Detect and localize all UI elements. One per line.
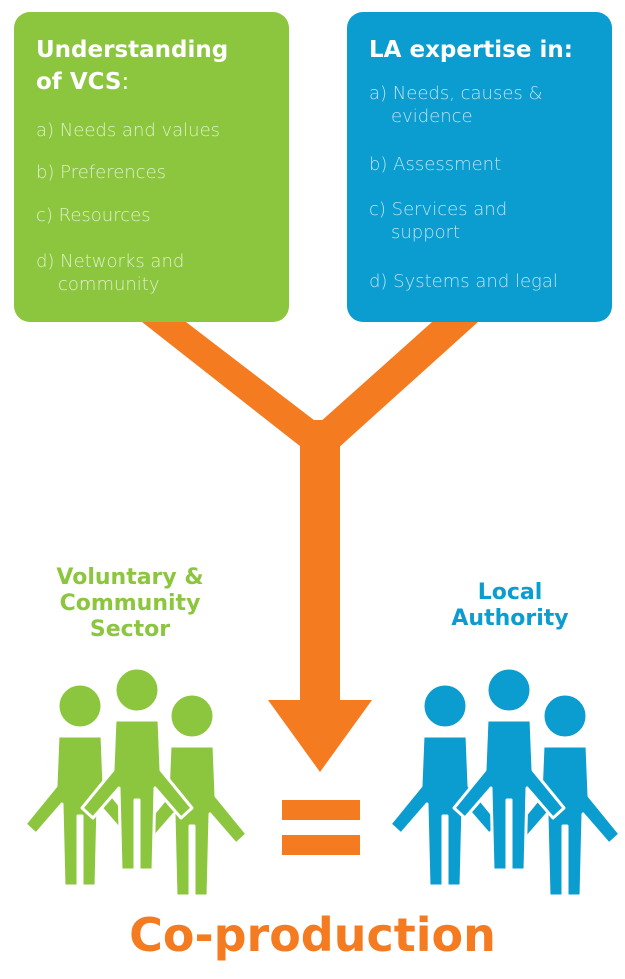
la-people-icon [388, 666, 622, 898]
vcs-item-b: b) Preferences [36, 161, 166, 184]
vcs-box-title-line1: Understanding [36, 37, 229, 63]
vcs-understanding-box: Understanding of VCS: a) Needs and value… [14, 12, 289, 322]
vcs-label-line1: Voluntary & [56, 565, 204, 590]
la-item-c: c) Services and support [369, 198, 507, 244]
la-expertise-box: LA expertise in: a) Needs, causes & evid… [347, 12, 612, 322]
vcs-item-d-text: d) Networks and [36, 251, 185, 272]
la-label: Local Authority [420, 580, 600, 632]
la-item-b: b) Assessment [369, 153, 501, 176]
la-label-line1: Local [477, 580, 543, 605]
la-item-a-text: a) Needs, causes & [369, 83, 543, 104]
la-item-c-text-cont: support [391, 222, 461, 243]
la-label-line2: Authority [451, 606, 569, 631]
vcs-item-b-text: b) Preferences [36, 162, 167, 183]
vcs-people-icon [23, 666, 249, 898]
vcs-label-line3: Sector [89, 617, 171, 642]
la-item-c-text: c) Services and [369, 199, 508, 220]
la-item-b-text: b) Assessment [369, 154, 502, 175]
equals-sign-icon [282, 800, 360, 855]
vcs-item-c: c) Resources [36, 204, 151, 227]
la-box-title: LA expertise in: [369, 37, 573, 63]
la-item-d: d) Systems and legal [369, 270, 558, 293]
la-item-d-text: d) Systems and legal [369, 271, 558, 292]
vcs-item-a: a) Needs and values [36, 119, 220, 142]
vcs-label: Voluntary & Community Sector [20, 565, 240, 643]
vcs-item-c-text: c) Resources [36, 205, 151, 226]
vcs-item-a-text: a) Needs and values [36, 120, 221, 141]
la-item-a-text-cont: evidence [391, 106, 473, 127]
merge-arrow-icon [142, 322, 478, 772]
vcs-label-line2: Community [59, 591, 201, 616]
vcs-box-title-colon: : [121, 69, 130, 95]
vcs-box-title-line2: of VCS [36, 69, 122, 95]
vcs-box-title: Understanding of VCS: [36, 34, 228, 98]
coproduction-title: Co-production [129, 908, 496, 962]
vcs-item-d-text-cont: community [58, 274, 160, 295]
vcs-item-d: d) Networks and community [36, 250, 184, 296]
la-item-a: a) Needs, causes & evidence [369, 82, 543, 128]
